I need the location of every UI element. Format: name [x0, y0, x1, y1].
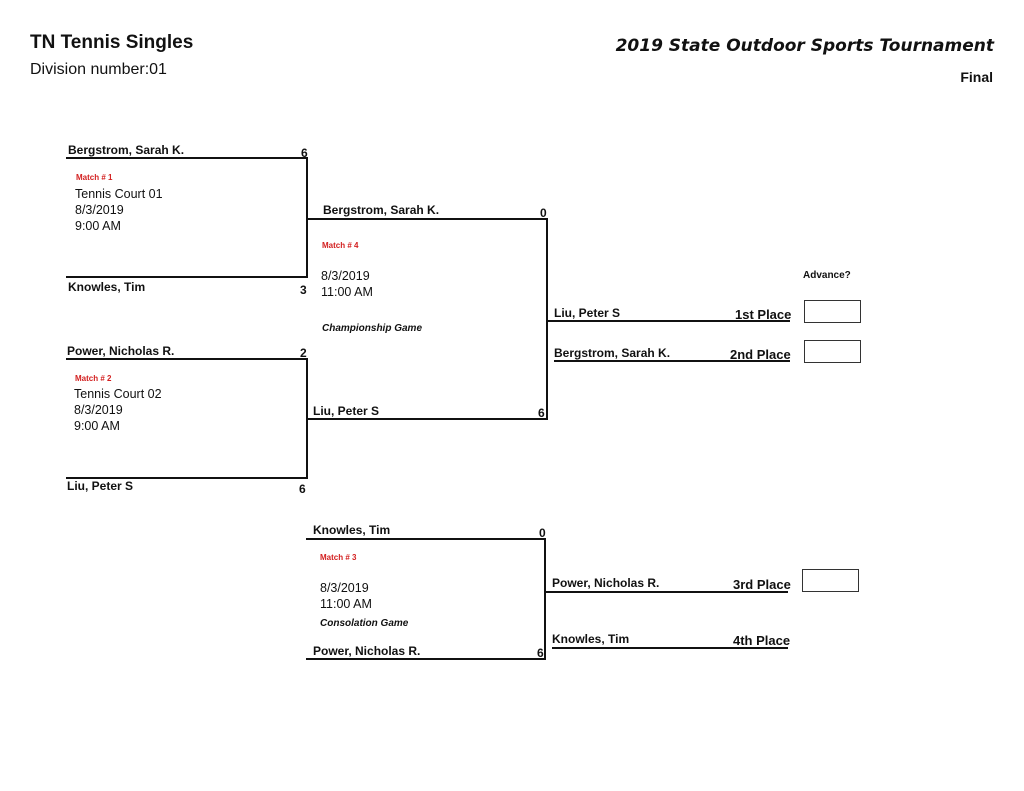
first-place-advance-box[interactable] [804, 300, 861, 323]
match1-time: 9:00 AM [75, 219, 121, 233]
fourth-place-line [552, 647, 788, 649]
third-place-label: 3rd Place [733, 577, 791, 592]
round-label: Final [960, 69, 993, 85]
match1-bottom-score: 3 [300, 283, 307, 297]
match3-bracket-line [544, 538, 546, 660]
tournament-title: 2019 State Outdoor Sports Tournament [615, 36, 994, 56]
match4-bottom-player: Liu, Peter S [313, 404, 380, 418]
match2-bracket-line [306, 358, 308, 479]
match4-label: Match # 4 [322, 241, 359, 250]
match2-top-score: 2 [300, 346, 307, 360]
second-place-advance-box[interactable] [804, 340, 861, 363]
match3-bottom-line [306, 658, 546, 660]
match3-game: Consolation Game [320, 618, 409, 629]
match2-time: 9:00 AM [74, 419, 120, 433]
match4-game: Championship Game [322, 323, 423, 334]
match2-bottom-player: Liu, Peter S [67, 479, 134, 493]
match1-bottom-player: Knowles, Tim [68, 280, 146, 294]
match1-bottom-line [66, 276, 308, 278]
match4-date: 8/3/2019 [321, 269, 370, 283]
first-place-label: 1st Place [735, 307, 792, 322]
match2-bottom-line [66, 477, 308, 479]
match3-label: Match # 3 [320, 553, 357, 562]
match1-bracket-line [306, 157, 308, 278]
match1-top-line [66, 157, 308, 159]
match3-time: 11:00 AM [320, 597, 372, 611]
fourth-place-label: 4th Place [733, 633, 791, 648]
match2-bottom-score: 6 [299, 482, 306, 496]
match2-label: Match # 2 [75, 374, 112, 383]
match3-bottom-score: 6 [537, 646, 544, 660]
match4-time: 11:00 AM [321, 285, 373, 299]
division-number: Division number:01 [30, 61, 167, 78]
match4-top-player: Bergstrom, Sarah K. [323, 203, 440, 217]
second-place-label: 2nd Place [730, 347, 791, 362]
match4-bottom-line [308, 418, 548, 420]
advance-label: Advance? [803, 270, 851, 281]
match4-top-score: 0 [540, 206, 547, 220]
second-place-line [554, 360, 790, 362]
second-place-player: Bergstrom, Sarah K. [554, 346, 671, 360]
match2-date: 8/3/2019 [74, 403, 123, 417]
match4-bracket-line [546, 218, 548, 420]
match3-top-player: Knowles, Tim [313, 523, 391, 537]
third-place-player: Power, Nicholas R. [552, 576, 660, 590]
match1-date: 8/3/2019 [75, 203, 124, 217]
fourth-place-player: Knowles, Tim [552, 632, 630, 646]
match3-top-score: 0 [539, 526, 546, 540]
match1-top-player: Bergstrom, Sarah K. [68, 143, 185, 157]
match1-top-score: 6 [301, 146, 308, 160]
match1-label: Match # 1 [76, 173, 113, 182]
match2-court: Tennis Court 02 [74, 387, 162, 401]
third-place-line [546, 591, 788, 593]
page-title: TN Tennis Singles [30, 32, 194, 53]
match3-top-line [306, 538, 546, 540]
match3-date: 8/3/2019 [320, 581, 369, 595]
match2-top-player: Power, Nicholas R. [67, 344, 175, 358]
match3-bottom-player: Power, Nicholas R. [313, 644, 421, 658]
first-place-player: Liu, Peter S [554, 306, 621, 320]
match2-top-line [66, 358, 308, 360]
match4-top-line [308, 218, 548, 220]
third-place-advance-box[interactable] [802, 569, 859, 592]
first-place-line [548, 320, 790, 322]
match1-court: Tennis Court 01 [75, 187, 163, 201]
match4-bottom-score: 6 [538, 406, 545, 420]
